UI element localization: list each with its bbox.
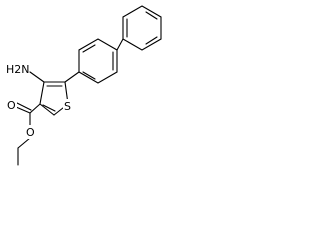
aryl-thiophene-bond — [64, 71, 80, 83]
ester-group — [15, 102, 41, 166]
amino-bond — [29, 71, 45, 83]
amino-group-label: H2N — [6, 63, 30, 76]
carbonyl-oxygen-label: O — [7, 99, 16, 112]
chemical-structure: H2N S O O — [5, 5, 162, 166]
sulfur-atom-label: S — [64, 100, 71, 113]
biphenyl-bond — [116, 38, 124, 51]
ester-oxygen-label: O — [26, 126, 35, 139]
phenyl-ring-terminal — [122, 5, 162, 51]
phenyl-ring-central — [78, 38, 118, 84]
